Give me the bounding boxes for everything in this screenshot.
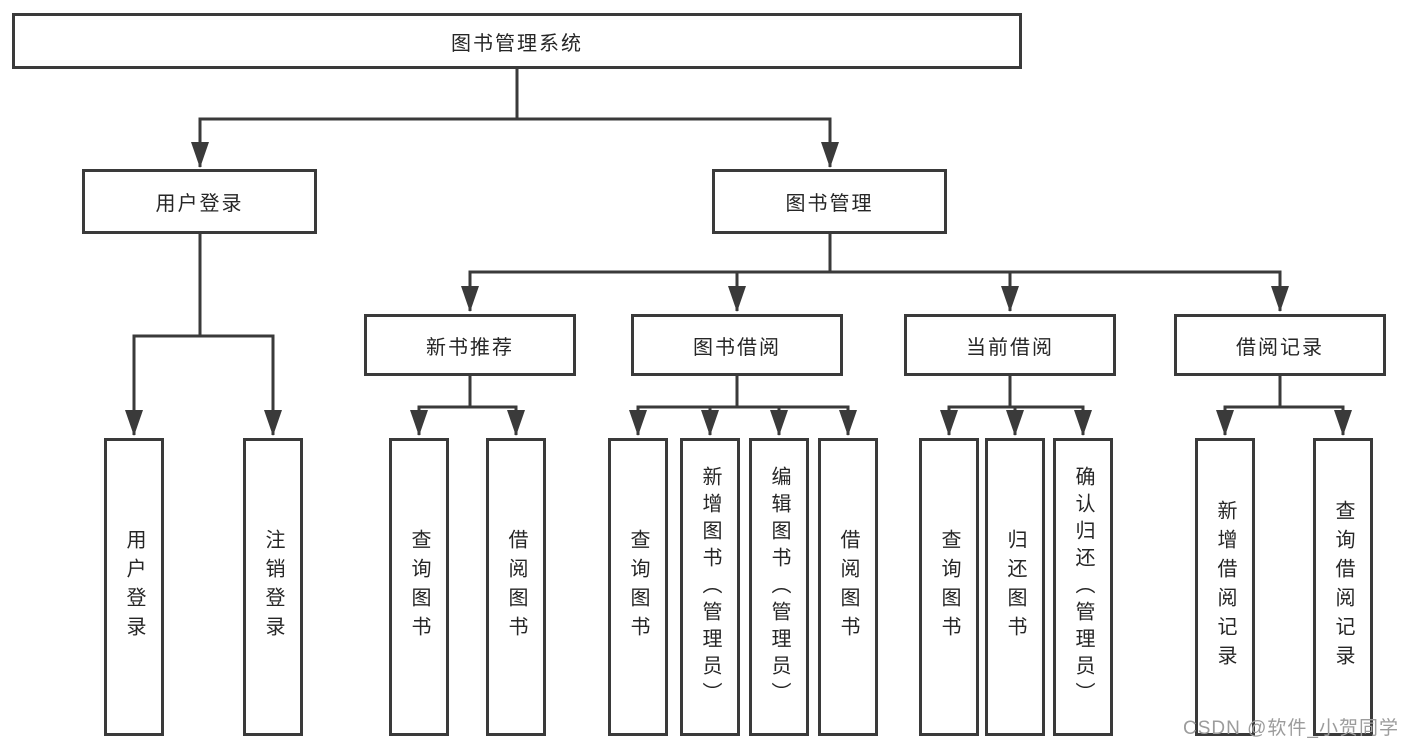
node-label: 当前借阅 — [966, 336, 1054, 359]
node-label: 新书推荐 — [426, 336, 514, 359]
node-label: 图书管理 — [785, 193, 874, 215]
node-label: 归还图书 — [1004, 529, 1026, 645]
node-label: 查询图书 — [408, 529, 430, 645]
leaf-query-books-borrow: 查询图书 — [608, 438, 668, 736]
node-label: 图书借阅 — [693, 336, 781, 359]
node-label: 查询图书 — [938, 529, 960, 645]
leaf-query-borrow-record: 查询借阅记录 — [1313, 438, 1373, 736]
node-book-management: 图书管理 — [712, 169, 947, 234]
node-label: 借阅图书 — [837, 529, 859, 645]
leaf-logout: 注销登录 — [243, 438, 303, 736]
node-borrowing-records: 借阅记录 — [1174, 314, 1386, 376]
node-label: 确认归还（管理员） — [1072, 465, 1094, 709]
node-user-login: 用户登录 — [82, 169, 317, 234]
leaf-user-login: 用户登录 — [104, 438, 164, 736]
leaf-edit-book-admin: 编辑图书（管理员） — [749, 438, 809, 736]
leaf-confirm-return-admin: 确认归还（管理员） — [1053, 438, 1113, 736]
node-label: 新增借阅记录 — [1214, 500, 1236, 674]
csdn-watermark: CSDN @软件_小贺同学 — [1183, 718, 1399, 739]
node-label: 图书管理系统 — [451, 32, 583, 55]
leaf-add-book-admin: 新增图书（管理员） — [680, 438, 740, 736]
node-label: 借阅图书 — [505, 529, 527, 645]
leaf-query-books-recommend: 查询图书 — [389, 438, 449, 736]
node-label: 新增图书（管理员） — [699, 465, 721, 709]
leaf-add-borrow-record: 新增借阅记录 — [1195, 438, 1255, 736]
node-current-borrowing: 当前借阅 — [904, 314, 1116, 376]
node-label: 查询借阅记录 — [1332, 500, 1354, 674]
node-library-management-system: 图书管理系统 — [12, 13, 1022, 69]
leaf-query-books-current: 查询图书 — [919, 438, 979, 736]
node-label: 注销登录 — [262, 529, 284, 645]
leaf-borrow-books: 借阅图书 — [818, 438, 878, 736]
node-label: 用户登录 — [123, 529, 145, 645]
node-book-borrowing: 图书借阅 — [631, 314, 843, 376]
node-new-book-recommendation: 新书推荐 — [364, 314, 576, 376]
leaf-borrow-books-recommend: 借阅图书 — [486, 438, 546, 736]
node-label: 查询图书 — [627, 529, 649, 645]
node-label: 编辑图书（管理员） — [768, 465, 790, 709]
leaf-return-books: 归还图书 — [985, 438, 1045, 736]
node-label: 用户登录 — [155, 193, 244, 215]
node-label: 借阅记录 — [1236, 336, 1324, 359]
